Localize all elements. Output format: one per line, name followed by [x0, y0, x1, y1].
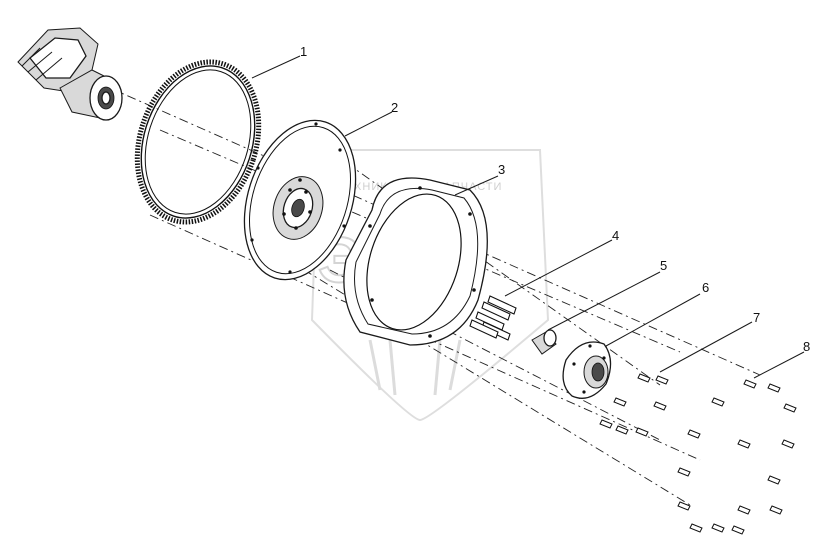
bushing	[531, 329, 557, 355]
flywheel-housing	[343, 177, 488, 346]
callout-1: 1	[300, 44, 307, 59]
bolts-7-8	[599, 373, 797, 535]
callout-3: 3	[498, 162, 505, 177]
ring-gear	[134, 59, 262, 225]
callout-2: 2	[391, 100, 398, 115]
crankshaft	[17, 27, 123, 121]
callout-6: 6	[702, 280, 709, 295]
callout-4: 4	[612, 228, 619, 243]
flywheel-plate	[243, 119, 357, 281]
callout-8: 8	[803, 339, 810, 354]
callout-5: 5	[660, 258, 667, 273]
callouts: 1 2 3 4 5 6 7 8	[300, 44, 810, 354]
callout-7: 7	[753, 310, 760, 325]
bolt-set-4	[469, 295, 517, 341]
leader-lines	[251, 55, 805, 379]
adapter-flange	[562, 341, 612, 399]
